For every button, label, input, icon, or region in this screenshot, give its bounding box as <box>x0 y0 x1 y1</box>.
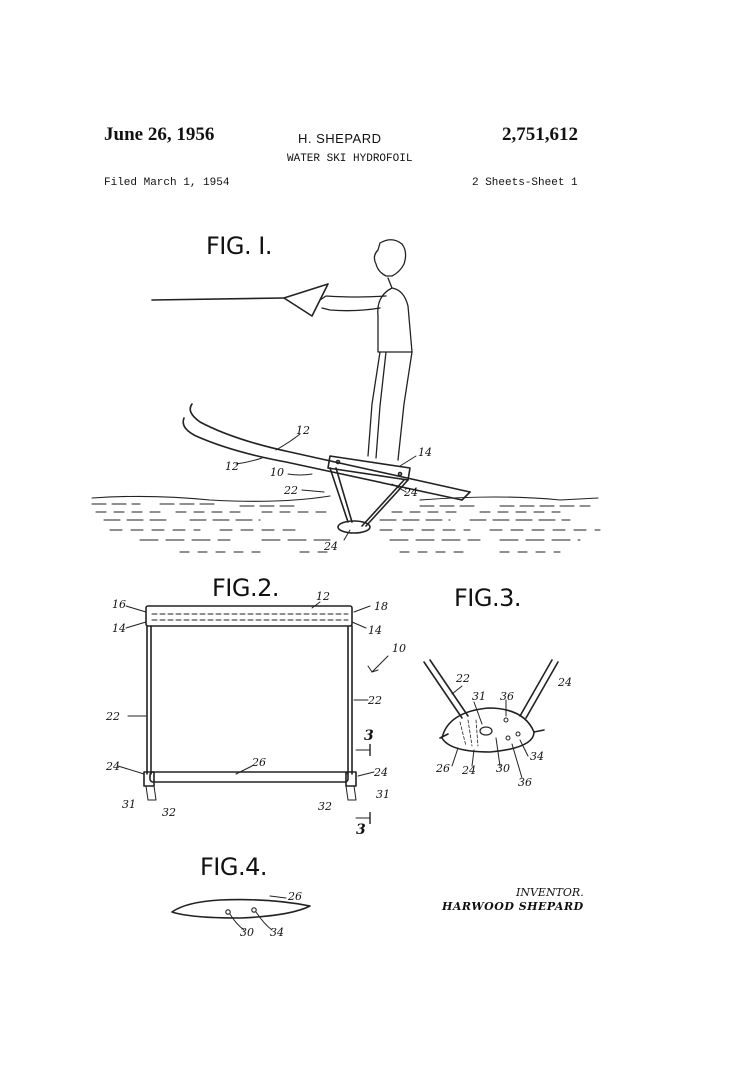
ref-numeral: 14 <box>112 622 126 635</box>
ref-numeral: 36 <box>500 690 514 703</box>
patent-number: 2,751,612 <box>502 124 578 145</box>
tow-handle <box>283 283 329 317</box>
ref-numeral: 12 <box>296 424 310 437</box>
ref-numeral: 24 <box>404 486 418 499</box>
tow-rope <box>151 297 285 301</box>
ref-numeral: 22 <box>456 672 470 685</box>
fig2-label: FIG.2. <box>212 574 280 602</box>
ref-numeral: 34 <box>270 926 284 939</box>
ref-numeral: 30 <box>240 926 254 939</box>
ref-numeral: 32 <box>162 806 176 819</box>
ref-numeral: 26 <box>288 890 302 903</box>
fig3-drawing <box>423 659 559 779</box>
sheet-count: 2 Sheets-Sheet 1 <box>472 177 578 189</box>
ref-numeral: 10 <box>392 642 406 655</box>
ref-numeral: 14 <box>418 446 432 459</box>
water-surface <box>91 495 601 553</box>
inventor-signature: HARWOOD SHEPARD <box>442 900 584 913</box>
section-marker: 3 <box>364 728 374 744</box>
ref-numeral: 24 <box>374 766 388 779</box>
ref-numeral: 22 <box>368 694 382 707</box>
hydrofoil <box>337 520 371 534</box>
ref-numeral: 12 <box>316 590 330 603</box>
patent-title: WATER SKI HYDROFOIL <box>287 153 413 165</box>
strut-24 <box>361 479 405 527</box>
fig1-drawing <box>91 239 601 553</box>
ref-numeral: 26 <box>252 756 266 769</box>
strut-fig3-22 <box>423 661 463 719</box>
ref-numeral: 36 <box>518 776 532 789</box>
hydrofoil-section <box>171 898 311 919</box>
ref-numeral: 24 <box>324 540 338 553</box>
ref-numeral: 24 <box>558 676 572 689</box>
ref-numeral: 18 <box>374 600 388 613</box>
fig1-label: FIG. I. <box>206 232 272 260</box>
ref-numeral: 22 <box>284 484 298 497</box>
hydrofoil-fig3 <box>441 707 535 753</box>
ref-numeral: 31 <box>376 788 390 801</box>
ref-numeral: 26 <box>436 762 450 775</box>
ref-numeral: 32 <box>318 800 332 813</box>
ref-numeral: 31 <box>122 798 136 811</box>
ref-numeral: 24 <box>462 764 476 777</box>
ref-numeral: 34 <box>530 750 544 763</box>
ref-numeral: 30 <box>496 762 510 775</box>
ref-numeral: 22 <box>106 710 120 723</box>
ski-upper <box>189 403 471 493</box>
ref-numeral: 10 <box>270 466 284 479</box>
strut-fig3-24 <box>519 659 553 717</box>
ref-numeral: 31 <box>472 690 486 703</box>
inventor-surname: H. SHEPARD <box>298 131 382 146</box>
fig3-label: FIG.3. <box>454 584 522 612</box>
ski-bar-12 <box>145 605 353 627</box>
ref-numeral: 16 <box>112 598 126 611</box>
strut-22 <box>329 467 349 523</box>
inventor-label: INVENTOR. <box>516 886 584 899</box>
section-marker: 3 <box>356 822 366 838</box>
fig2-drawing <box>117 601 389 819</box>
filed-date: Filed March 1, 1954 <box>104 177 230 189</box>
fig4-label: FIG.4. <box>200 853 268 881</box>
patent-date: June 26, 1956 <box>104 124 215 145</box>
ref-numeral: 14 <box>368 624 382 637</box>
ref-numeral: 24 <box>106 760 120 773</box>
skier-figure <box>319 239 413 461</box>
fig4-drawing <box>171 895 311 931</box>
hydrofoil-26 <box>149 771 349 783</box>
ref-numeral: 12 <box>225 460 239 473</box>
ski-lower <box>182 417 463 501</box>
